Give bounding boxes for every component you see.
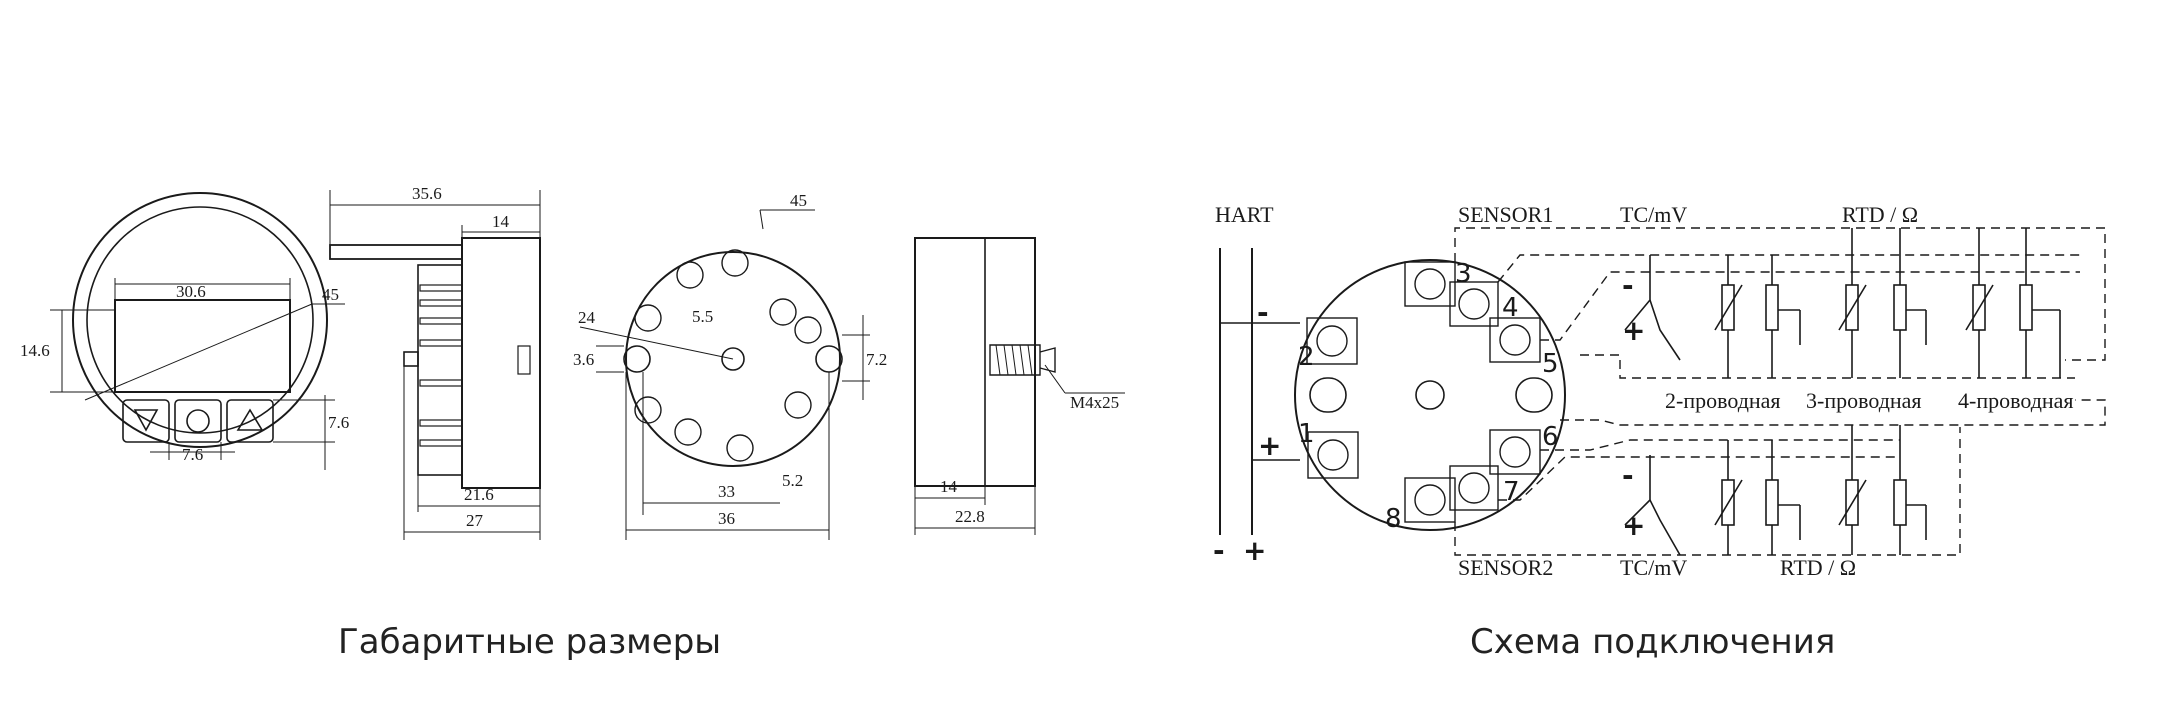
dim-36: 36 — [718, 509, 735, 528]
dim-m4x25: M4x25 — [1070, 393, 1119, 412]
tc2-minus: - — [1622, 459, 1634, 492]
wiring-diagram: HART - + - + 2 1 3 4 5 6 7 8 SENSOR1 — [1213, 202, 2106, 580]
terminal-7: 7 — [1503, 477, 1520, 507]
dim-7-6-h: 7.6 — [182, 445, 203, 464]
dim-14-6: 14.6 — [20, 341, 50, 360]
left-slot — [623, 345, 651, 373]
right-slot — [815, 345, 843, 373]
rtd-label-1: RTD / Ω — [1842, 202, 1918, 227]
terminal-plus: + — [1258, 429, 1281, 462]
hart-plus-sign: + — [1243, 534, 1266, 567]
sensor1-label: SENSOR1 — [1458, 202, 1553, 227]
tc2-plus: + — [1622, 509, 1645, 542]
dim-33: 33 — [718, 482, 735, 501]
up-button — [226, 399, 274, 443]
dim-5-5: 5.5 — [692, 307, 713, 326]
dim-30-6: 30.6 — [176, 282, 206, 301]
front-view: 30.6 45 14.6 7.6 7.6 — [20, 192, 349, 470]
transmitter-head — [1294, 259, 1566, 531]
side-shaft — [329, 244, 463, 260]
transmitter-center — [1415, 380, 1445, 410]
dim-35-6: 35.6 — [412, 184, 442, 203]
terminal-screws — [634, 249, 822, 462]
caption-wiring: Схема подключения — [1470, 622, 1836, 662]
upper-sensors: - + — [1622, 228, 2061, 378]
transmitter-left-slot — [1309, 377, 1347, 413]
terminal-3: 3 — [1455, 259, 1472, 289]
dim-27: 27 — [466, 511, 484, 530]
dim-7-2: 7.2 — [866, 350, 887, 369]
dim-22-8: 22.8 — [955, 507, 985, 526]
terminal-blocks — [1306, 261, 1541, 523]
terminal-6: 6 — [1542, 422, 1559, 452]
side-body — [461, 237, 541, 489]
caption-dimensions: Габаритные размеры — [338, 622, 722, 662]
ok-circle-icon — [186, 409, 210, 433]
front-body-outer — [72, 192, 328, 448]
dim-14-end: 14 — [940, 477, 958, 496]
wire4-label: 4-проводная — [1958, 388, 2074, 413]
screw-thread — [989, 344, 1041, 376]
dim-45-top: 45 — [790, 191, 807, 210]
terminal-2: 2 — [1298, 342, 1315, 372]
down-arrow-icon — [133, 409, 159, 432]
dim-24: 24 — [578, 308, 596, 327]
hart-label: HART — [1215, 202, 1274, 227]
terminal-minus: - — [1257, 296, 1269, 329]
head-outer — [625, 251, 841, 467]
up-arrow-icon — [236, 408, 264, 431]
ok-button — [174, 399, 222, 443]
top-view: 45 24 5.5 3.6 7.2 33 5.2 36 — [573, 191, 887, 540]
end-body — [914, 237, 1036, 487]
hart-minus-sign: - — [1213, 534, 1225, 567]
wire3-label: 3-проводная — [1806, 388, 1922, 413]
transmitter-right-slot — [1515, 377, 1553, 413]
dim-14-side: 14 — [492, 212, 510, 231]
lower-sensors: - + — [1622, 425, 1927, 556]
display-window — [114, 299, 291, 393]
terminal-4: 4 — [1502, 293, 1519, 323]
dim-5-2: 5.2 — [782, 471, 803, 490]
dim-3-6: 3.6 — [573, 350, 594, 369]
tc-label-1: TC/mV — [1620, 202, 1687, 227]
front-body-inner — [86, 206, 314, 434]
dashed-bus-lines — [1454, 227, 2106, 556]
side-view: 35.6 14 21.6 27 — [329, 184, 541, 540]
head-center-hole — [721, 347, 745, 371]
side-pins — [417, 264, 463, 476]
terminal-8: 8 — [1385, 504, 1402, 534]
terminal-5: 5 — [1542, 349, 1559, 379]
dim-45-front: 45 — [322, 285, 339, 304]
tc-label-2: TC/mV — [1620, 555, 1687, 580]
tc1-minus: - — [1622, 269, 1634, 302]
end-view: M4x25 14 22.8 — [914, 237, 1125, 535]
terminal-1: 1 — [1298, 419, 1315, 449]
sensor2-label: SENSOR2 — [1458, 555, 1553, 580]
wire2-label: 2-проводная — [1665, 388, 1781, 413]
tc1-plus: + — [1622, 314, 1645, 347]
rtd-label-2: RTD / Ω — [1780, 555, 1856, 580]
dim-21-6: 21.6 — [464, 485, 494, 504]
down-button — [122, 399, 170, 443]
dim-7-6-v: 7.6 — [328, 413, 349, 432]
